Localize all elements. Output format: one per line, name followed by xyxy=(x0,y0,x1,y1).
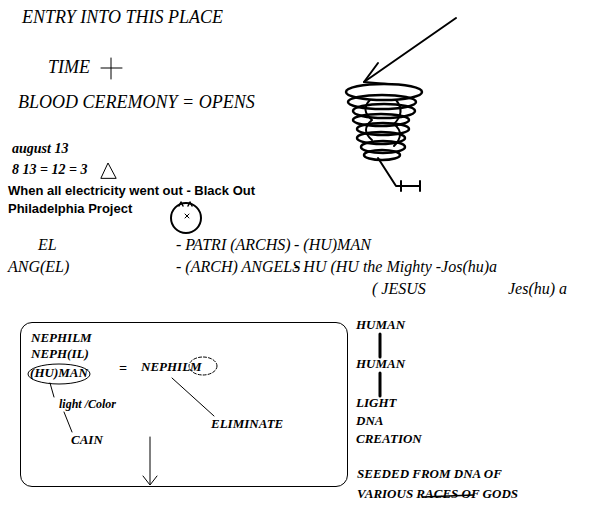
note-text: DNA xyxy=(356,414,383,429)
note-text: LIGHT xyxy=(356,396,396,411)
doodles xyxy=(50,18,474,497)
vortex-ring xyxy=(353,104,415,118)
face-mark xyxy=(185,214,189,218)
note-text: 8 13 = 12 = 3 xyxy=(12,162,87,178)
node-text: light /Color xyxy=(59,398,116,412)
note-text: HUMAN xyxy=(356,318,405,333)
leader-line xyxy=(64,412,72,432)
node-text: = xyxy=(119,361,127,377)
triangle-symbol xyxy=(101,163,116,178)
plus-symbol xyxy=(101,68,122,69)
vortex-ring xyxy=(348,95,416,109)
leader-line xyxy=(172,378,214,416)
ellipse-shape xyxy=(28,364,90,384)
note-text: When all electricity went out - Black Ou… xyxy=(8,184,255,199)
plus-symbol xyxy=(111,58,112,79)
vortex-ring xyxy=(346,84,422,100)
rounded-box: NEPHILMNEPH(IL)=NEPHILMlight /ColorCAINE… xyxy=(20,322,348,487)
face-mark xyxy=(179,202,192,206)
vortex-ring xyxy=(353,114,409,126)
ellipse-node: (HU)MAN xyxy=(27,363,91,385)
note-text: - PATRI (ARCHS) xyxy=(176,236,291,254)
down-arrow xyxy=(150,437,151,484)
vortex-ring xyxy=(357,123,409,135)
vortex-tail xyxy=(378,158,420,186)
note-text: - (HU)MAN xyxy=(294,236,371,254)
node-text: NEPHILM xyxy=(141,360,202,375)
note-text: BLOOD CEREMONY = OPENS xyxy=(18,92,255,113)
note-text: august 13 xyxy=(12,141,68,157)
note-text: - (ARCH) ANGELS xyxy=(176,258,300,276)
leader-line xyxy=(50,383,54,397)
arrow-line xyxy=(364,18,456,82)
arrow-head xyxy=(364,63,388,84)
note-text: HUMAN xyxy=(356,357,405,372)
note-text: ( JESUS xyxy=(372,280,426,298)
node-text: NEPH(IL) xyxy=(31,347,89,362)
node-text: (HU)MAN xyxy=(27,366,91,381)
note-text: VARIOUS RACES OF GODS xyxy=(357,487,518,502)
dashed-ring xyxy=(189,357,217,375)
page-title: ENTRY INTO THIS PLACE xyxy=(22,7,223,28)
face-circle xyxy=(171,203,201,233)
note-text: TIME xyxy=(48,57,90,78)
vortex-ring xyxy=(357,132,405,144)
strike-line xyxy=(423,495,474,497)
vortex-scribble xyxy=(365,100,400,146)
note-text: - HU (HU the Mighty -Jos(hu)a xyxy=(294,258,497,276)
note-text: Jes(hu) a xyxy=(508,280,567,298)
node-text: CAIN xyxy=(71,433,103,448)
note-text: ANG(EL) xyxy=(8,258,69,276)
link-bar xyxy=(379,373,382,396)
note-text: Philadelphia Project xyxy=(8,202,132,217)
link-bar xyxy=(379,334,382,357)
tail-tick xyxy=(400,181,402,191)
note-text: EL xyxy=(38,236,57,254)
vortex-ring xyxy=(364,150,400,160)
note-text: SEEDED FROM DNA OF xyxy=(357,467,502,482)
down-arrow-head xyxy=(143,476,157,485)
vortex-ring xyxy=(361,141,405,153)
node-text: ELIMINATE xyxy=(211,417,283,432)
note-text: CREATION xyxy=(356,432,422,447)
tail-tick xyxy=(419,181,421,191)
node-text: NEPHILM xyxy=(31,331,92,346)
